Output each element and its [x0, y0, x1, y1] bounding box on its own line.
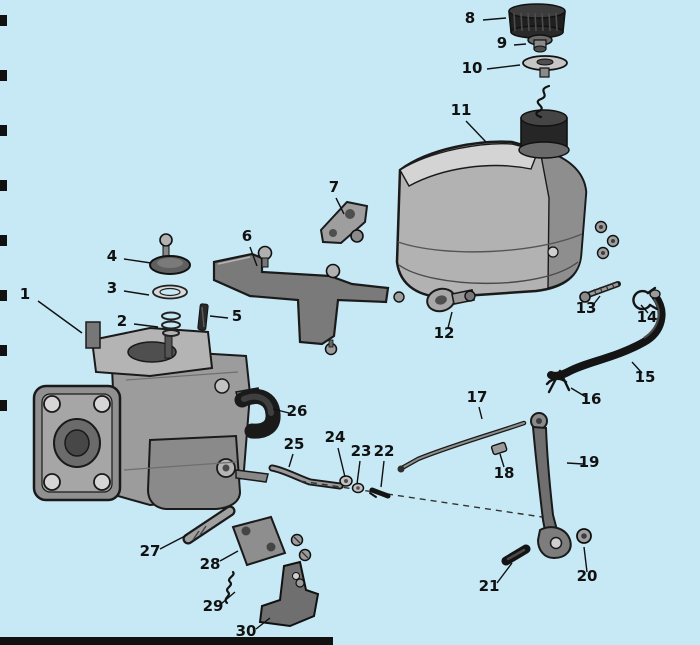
leader-10 — [486, 64, 521, 70]
leader-17 — [478, 406, 483, 420]
leader-30 — [255, 617, 271, 630]
leader-24 — [337, 447, 346, 478]
part-cotter-pin-22 — [369, 487, 391, 499]
leader-4 — [123, 258, 152, 264]
assembly-axis-dashed-line — [299, 480, 543, 518]
callout-16: 16 — [581, 390, 602, 408]
callout-21: 21 — [479, 577, 500, 595]
callout-11: 11 — [451, 101, 472, 119]
leader-28 — [219, 550, 239, 562]
part-bracket-30 — [258, 560, 320, 628]
leader-22 — [380, 460, 385, 488]
leader-12 — [447, 311, 453, 329]
part-screw-13 — [579, 281, 621, 303]
part-washer-23 — [351, 482, 365, 494]
callout-30: 30 — [236, 622, 257, 640]
bottom-edge-bar — [0, 637, 333, 645]
leader-25 — [288, 453, 294, 468]
part-cover-bolt — [149, 233, 191, 275]
leader-27 — [159, 534, 188, 550]
part-plate-28 — [231, 515, 312, 567]
leader-23 — [356, 460, 361, 485]
leader-26 — [272, 408, 290, 414]
callout-17: 17 — [467, 388, 488, 406]
callout-2: 2 — [117, 312, 127, 330]
callout-9: 9 — [497, 34, 507, 52]
callout-12: 12 — [434, 324, 455, 342]
callout-26: 26 — [287, 402, 308, 420]
part-fuel-cap — [508, 3, 566, 39]
neck-spring-wire — [535, 84, 551, 119]
leader-19 — [566, 462, 584, 465]
part-link-rod — [397, 420, 527, 473]
part-clamp-12 — [426, 287, 476, 313]
part-fuel-tank — [395, 109, 588, 299]
part-wire-clip-16 — [545, 369, 571, 394]
callout-10: 10 — [462, 59, 483, 77]
leader-3 — [123, 290, 150, 296]
callout-14: 14 — [637, 308, 658, 326]
part-fuel-line — [547, 289, 666, 380]
part-cap-washer — [522, 55, 568, 78]
leader-11 — [465, 120, 487, 143]
leader-14 — [640, 304, 649, 314]
part-main-bracket — [212, 245, 390, 356]
part-elbow-hose — [234, 389, 281, 439]
part-circlip-14 — [632, 286, 659, 311]
leader-20 — [583, 546, 588, 573]
leader-15 — [631, 361, 643, 374]
callout-8: 8 — [465, 9, 475, 27]
callout-19: 19 — [579, 453, 600, 471]
part-carburetor — [32, 321, 269, 510]
callout-1: 1 — [20, 285, 30, 303]
leader-5 — [209, 315, 229, 319]
callout-23: 23 — [351, 442, 372, 460]
callout-24: 24 — [325, 428, 346, 446]
tank-fasteners — [393, 220, 620, 303]
leader-18 — [499, 453, 505, 468]
callout-27: 27 — [140, 542, 161, 560]
callout-leader-lines — [37, 17, 649, 630]
leader-13 — [592, 295, 601, 306]
leader-9 — [513, 43, 527, 46]
part-pin-21 — [501, 544, 531, 566]
leader-29 — [220, 591, 236, 605]
callout-28: 28 — [200, 555, 221, 573]
leader-1 — [37, 300, 83, 334]
part-cap-valve — [527, 34, 553, 53]
leader-8 — [482, 17, 507, 21]
callout-29: 29 — [203, 597, 224, 615]
leader-21 — [496, 562, 513, 584]
part-washer-24 — [339, 475, 353, 487]
callout-4: 4 — [107, 247, 117, 265]
callout-25: 25 — [284, 435, 305, 453]
callout-13: 13 — [576, 299, 597, 317]
part-gasket — [152, 284, 188, 300]
callout-6: 6 — [242, 227, 252, 245]
part-spring-29 — [224, 570, 235, 605]
callout-22: 22 — [374, 442, 395, 460]
part-lever — [530, 412, 572, 560]
part-dowel-pin-27 — [182, 505, 236, 545]
callout-7: 7 — [329, 178, 339, 196]
leader-2 — [133, 323, 159, 328]
callout-5: 5 — [232, 307, 242, 325]
part-throttle-rod — [268, 464, 344, 490]
callout-18: 18 — [494, 464, 515, 482]
registration-marks — [0, 15, 7, 411]
part-o-rings — [161, 311, 181, 337]
callout-20: 20 — [577, 567, 598, 585]
callout-15: 15 — [635, 368, 656, 386]
part-upper-bracket — [319, 200, 369, 245]
leader-16 — [570, 387, 587, 398]
leader-6 — [249, 246, 258, 267]
part-nut-20 — [576, 528, 592, 544]
callout-numbers: 1 2 3 4 5 6 7 8 9 10 11 12 13 14 15 16 1… — [20, 9, 658, 640]
leader-7 — [335, 197, 345, 215]
part-pin-5 — [197, 303, 209, 331]
callout-3: 3 — [107, 279, 117, 297]
